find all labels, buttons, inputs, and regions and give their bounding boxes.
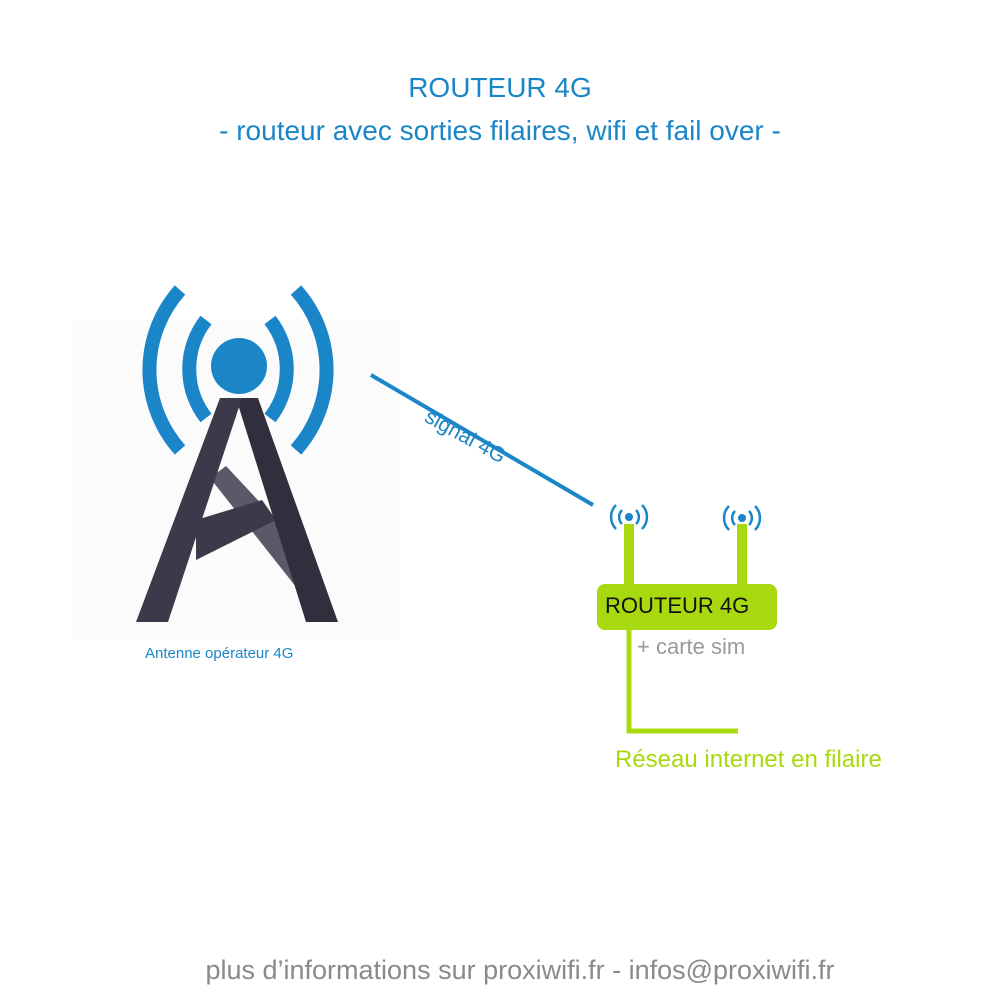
wifi-signal-icon <box>722 505 762 531</box>
diagram-subtitle: - routeur avec sorties filaires, wifi et… <box>219 115 781 146</box>
tower-crossbar <box>196 500 276 560</box>
wave-left-outer <box>142 285 186 455</box>
wired-network-label: Réseau internet en filaire <box>615 746 882 773</box>
tower-label: Antenne opérateur 4G <box>145 645 294 662</box>
router-antennas <box>624 524 747 586</box>
tower-right-leg <box>236 398 338 622</box>
wifi-signal-icon <box>609 504 649 530</box>
wave-right-outer <box>290 285 334 455</box>
wave-right-inner <box>264 315 294 423</box>
cell-tower-icon <box>136 285 338 622</box>
footer-contact: plus d’informations sur proxiwifi.fr - i… <box>205 955 835 985</box>
router-antenna-left <box>624 524 634 586</box>
wave-left-inner <box>182 315 212 423</box>
signal-link-line <box>369 373 595 507</box>
tower-top-dot <box>211 338 267 394</box>
tower-left-leg <box>136 398 242 622</box>
router-box <box>597 584 777 630</box>
wired-network-cable <box>626 630 738 734</box>
router-antenna-right <box>737 524 747 586</box>
router-note: + carte sim <box>637 634 746 659</box>
tower-brace <box>210 466 312 592</box>
diagram-title: ROUTEUR 4G <box>408 72 592 103</box>
router-label: ROUTEUR 4G <box>605 593 750 618</box>
